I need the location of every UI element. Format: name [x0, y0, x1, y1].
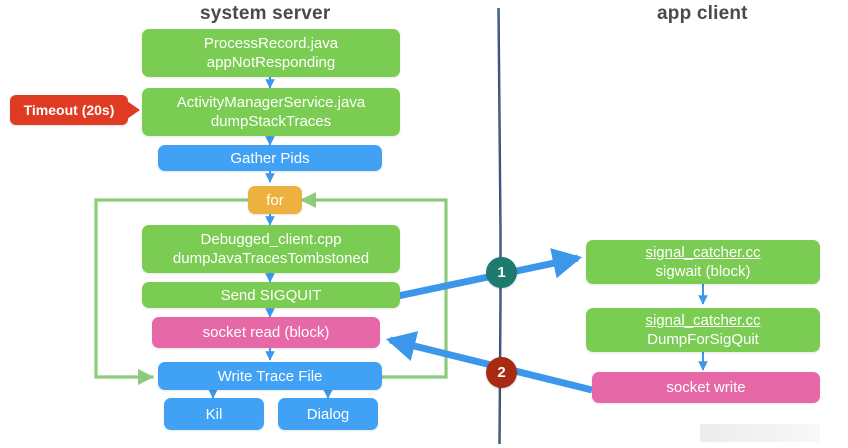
node-line-1: ProcessRecord.java: [203, 35, 339, 52]
node-line-1: Kil: [205, 405, 223, 423]
step-badge-1: 1: [486, 257, 517, 288]
node-kill[interactable]: Kil: [164, 398, 264, 430]
node-line-2: DumpForSigQuit: [647, 331, 759, 348]
column-title-system-server: system server: [200, 3, 331, 24]
node-write-trace-file[interactable]: Write Trace File: [158, 362, 382, 390]
step-badge-label: 1: [497, 264, 506, 281]
watermark-blur: [700, 424, 820, 442]
column-title-app-client: app client: [657, 3, 748, 24]
node-send-sigquit[interactable]: Send SIGQUIT: [142, 282, 400, 308]
node-line-1: Send SIGQUIT: [220, 286, 322, 304]
node-line-2: dumpJavaTracesTombstoned: [172, 250, 370, 267]
node-line-2: dumpStackTraces: [210, 113, 332, 130]
node-signal-catcher-sigwait[interactable]: signal_catcher.cc sigwait (block): [586, 240, 820, 284]
node-signal-catcher-dump-for-sigquit[interactable]: signal_catcher.cc DumpForSigQuit: [586, 308, 820, 352]
node-socket-write[interactable]: socket write: [592, 372, 820, 403]
node-line-1: Write Trace File: [217, 367, 323, 385]
node-debugged-client[interactable]: Debugged_client.cpp dumpJavaTracesTombst…: [142, 225, 400, 273]
node-line-1: Dialog: [306, 405, 350, 423]
step-badge-label: 2: [497, 364, 506, 381]
node-line-2: sigwait (block): [655, 263, 751, 280]
node-line-1: ActivityManagerService.java: [176, 94, 366, 111]
node-line-1: Gather Pids: [230, 149, 310, 167]
node-dialog[interactable]: Dialog: [278, 398, 378, 430]
server-flow-arrows: [208, 77, 333, 399]
node-line-1: socket write: [666, 379, 746, 396]
node-socket-read[interactable]: socket read (block): [152, 317, 380, 348]
node-process-record[interactable]: ProcessRecord.java appNotResponding: [142, 29, 400, 77]
timeout-callout: Timeout (20s): [10, 95, 128, 125]
node-line-2: appNotResponding: [206, 54, 336, 71]
node-line-1: Debugged_client.cpp: [200, 231, 342, 248]
node-line-1: signal_catcher.cc: [645, 244, 761, 261]
node-line-1: signal_catcher.cc: [645, 312, 761, 329]
node-for-loop[interactable]: for: [248, 186, 302, 214]
node-line-1: socket read (block): [202, 324, 330, 341]
node-gather-pids[interactable]: Gather Pids: [158, 145, 382, 171]
node-line-1: for: [266, 191, 284, 209]
step-badge-2: 2: [486, 357, 517, 388]
node-activity-manager-service[interactable]: ActivityManagerService.java dumpStackTra…: [142, 88, 400, 136]
